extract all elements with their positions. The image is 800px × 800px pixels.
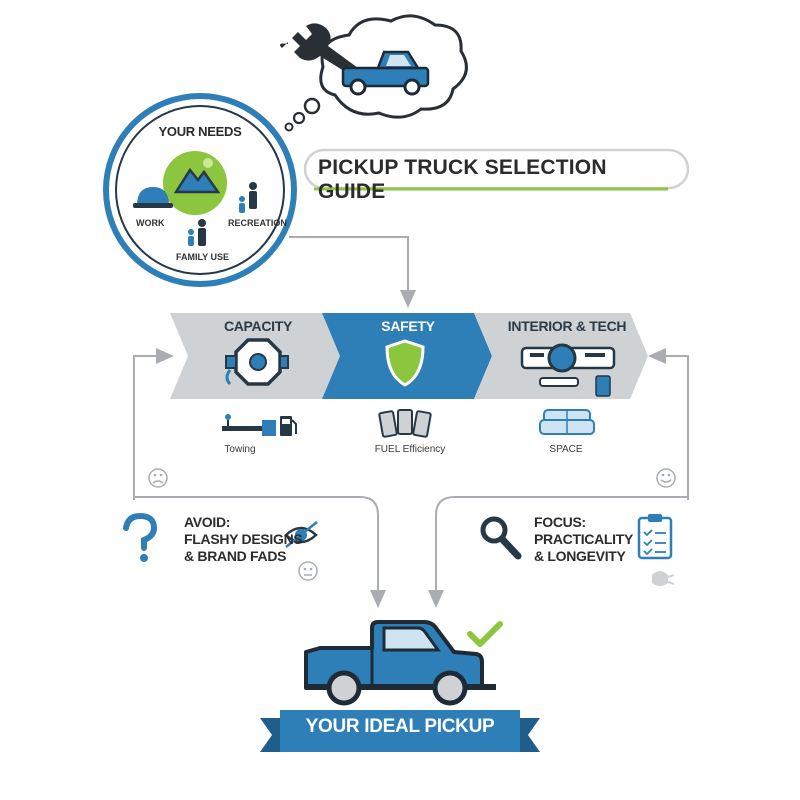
wrench-icon — [280, 23, 358, 76]
step-interior-sub: SPACE — [549, 444, 583, 455]
checkmark-icon — [467, 621, 503, 647]
sad-face-icon — [148, 468, 168, 488]
page-title: PICKUP TRUCK SELECTION GUIDE — [318, 156, 607, 203]
tow-hitch-icon — [222, 414, 276, 436]
focus-line2: PRACTICALITY — [534, 531, 634, 547]
cards-icon — [378, 409, 432, 438]
needs-circle — [103, 93, 297, 287]
question-icon — [123, 512, 158, 562]
eye-icon — [284, 521, 318, 548]
need-work-label: WORK — [136, 218, 165, 228]
avoid-line3: & BRAND FADS — [184, 548, 287, 564]
step-capacity-title: CAPACITY — [223, 318, 293, 334]
shield-icon — [385, 339, 425, 387]
avoid-line1: AVOID: — [184, 514, 231, 530]
happy-face-icon — [656, 468, 676, 488]
focus-block: FOCUS: PRACTICALITY & LONGEVITY — [534, 514, 633, 565]
ideal-truck-icon — [304, 620, 496, 706]
focus-line1: FOCUS: — [534, 514, 586, 530]
neutral-face-icon — [298, 561, 318, 581]
needs-heading: YOUR NEEDS — [158, 124, 242, 139]
step-capacity-sub: Towing — [224, 444, 256, 455]
step-interior-title: INTERIOR & TECH — [507, 318, 627, 334]
engine-icon — [225, 338, 289, 386]
checklist-icon — [637, 514, 673, 560]
need-family-label: FAMILY USE — [176, 252, 230, 262]
avoid-line2: FLASHY DESIGNS — [184, 531, 303, 547]
magnifier-icon — [480, 516, 522, 560]
plug-icon — [652, 571, 675, 586]
step-safety-title: SAFETY — [381, 318, 435, 334]
avoid-block: AVOID: FLASHY DESIGNS & BRAND FADS — [184, 514, 303, 565]
result-banner — [260, 710, 540, 752]
seat-icon — [539, 409, 595, 435]
dashboard-icon — [520, 343, 616, 397]
result-label: YOUR IDEAL PICKUP — [305, 716, 495, 737]
step-safety-sub: FUEL Efficiency — [374, 444, 446, 455]
focus-line3: & LONGEVITY — [534, 548, 626, 564]
truck-icon — [341, 50, 430, 96]
fuel-icon — [280, 416, 297, 436]
need-recreation-label: RECREATION — [228, 218, 287, 228]
